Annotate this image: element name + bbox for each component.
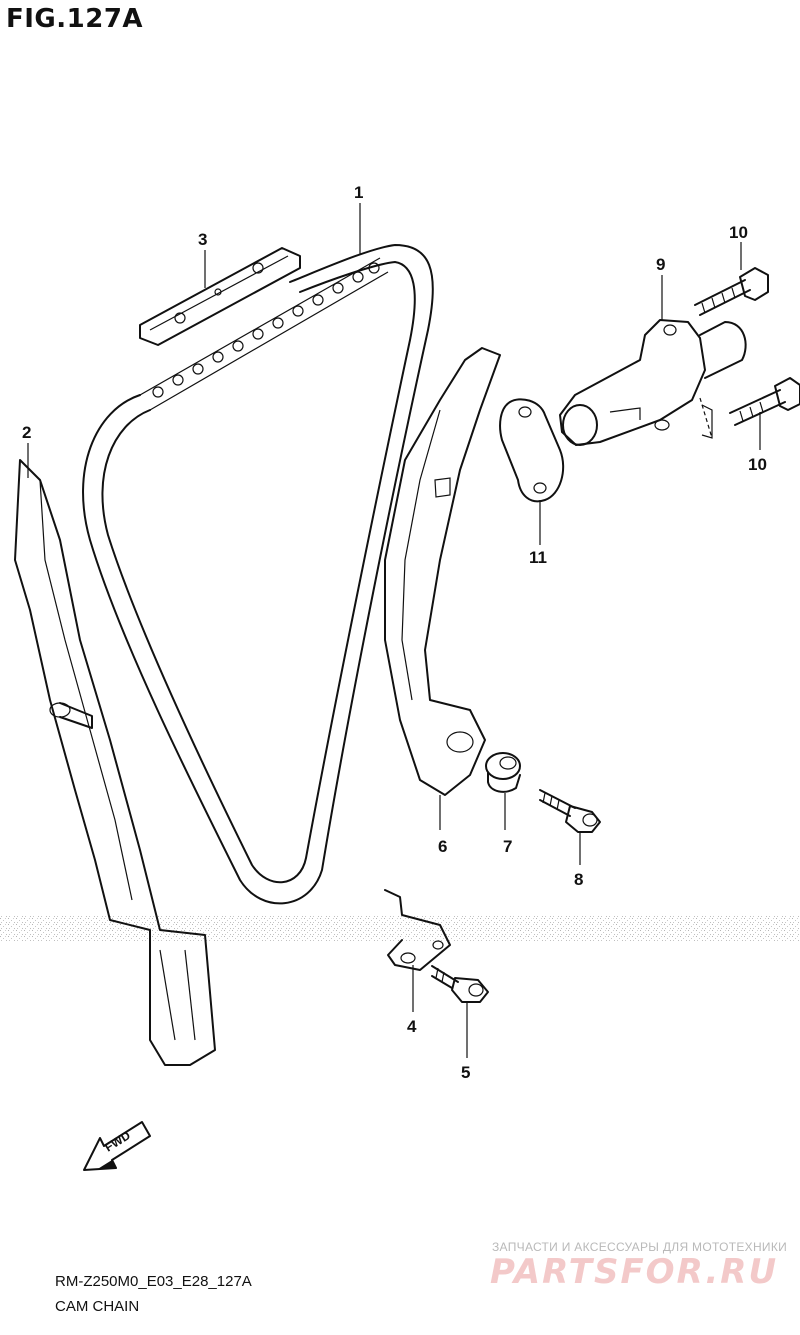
cam-chain-part-1 (82, 244, 434, 905)
callout-3: 3 (198, 230, 207, 249)
bolt-part-8 (539, 789, 601, 833)
bushing-part-7 (485, 752, 521, 793)
watermark-tagline: ЗАПЧАСТИ И АКСЕССУАРЫ ДЛЯ МОТОТЕХНИКИ (492, 1240, 788, 1254)
fwd-arrow-icon: FWD (83, 1121, 151, 1171)
callout-1: 1 (354, 183, 363, 202)
callout-4: 4 (407, 1017, 417, 1036)
diagram-caption: CAM CHAIN (55, 1298, 140, 1315)
bolt-part-5 (431, 965, 489, 1003)
callout-11: 11 (529, 548, 547, 567)
callout-2: 2 (22, 423, 31, 442)
callout-7: 7 (503, 837, 512, 856)
callout-labels: 1 2 3 4 5 6 7 8 9 10 10 11 (22, 183, 767, 1082)
chain-guide-part-2 (14, 459, 216, 1066)
callout-10-lower: 10 (748, 455, 767, 474)
callout-8: 8 (574, 870, 583, 889)
gasket-part-11 (499, 398, 565, 503)
diagram-code: RM-Z250M0_E03_E28_127A (55, 1273, 252, 1290)
callout-6: 6 (438, 837, 447, 856)
bolt-part-10-lower (729, 377, 800, 426)
callout-5: 5 (461, 1063, 470, 1082)
scan-noise-band (0, 915, 800, 941)
chain-guide-part-3 (139, 247, 301, 346)
chain-links (139, 257, 389, 411)
figure-title: FIG.127A (6, 4, 144, 34)
watermark-logo: PARTSFOR.RU (490, 1252, 779, 1292)
bolt-part-10-upper (694, 267, 769, 316)
callout-9: 9 (656, 255, 665, 274)
bracket-part-4 (384, 889, 451, 971)
callout-10-upper: 10 (729, 223, 748, 242)
tensioner-guide-part-6 (384, 347, 501, 796)
tensioner-adjuster-part-9 (559, 319, 747, 446)
leader-lines (27, 203, 761, 1058)
